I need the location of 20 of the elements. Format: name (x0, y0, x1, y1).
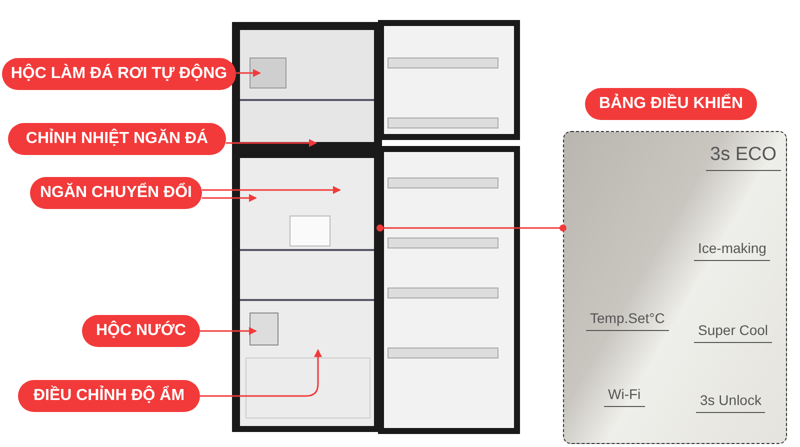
leader-line (202, 194, 257, 202)
callout-label: ĐIỀU CHỈNH ĐỘ ẨM (18, 380, 200, 412)
panel-label: Temp.Set°C (586, 310, 669, 331)
panel-label: Wi-Fi (604, 386, 645, 407)
panel-label: Super Cool (694, 322, 772, 343)
leader-line (236, 69, 261, 77)
callout-label: NGĂN CHUYỂN ĐỔI (30, 177, 202, 209)
callout-label: CHỈNH NHIỆT NGĂN ĐÁ (8, 123, 226, 155)
leader-line (200, 349, 322, 397)
control-panel-photo (563, 131, 787, 444)
panel-label: 3s ECO (706, 144, 781, 171)
leader-line (226, 139, 317, 147)
leader-line (202, 186, 341, 194)
panel-label: 3s Unlock (696, 392, 766, 413)
callout-label: BẢNG ĐIỀU KHIỂN (585, 88, 757, 120)
callout-label: HỘC LÀM ĐÁ RƠI TỰ ĐỘNG (2, 58, 236, 90)
panel-label: Ice-making (694, 240, 770, 261)
leader-line (376, 224, 566, 232)
leader-line (200, 327, 257, 335)
callout-label: HỘC NƯỚC (82, 315, 200, 347)
